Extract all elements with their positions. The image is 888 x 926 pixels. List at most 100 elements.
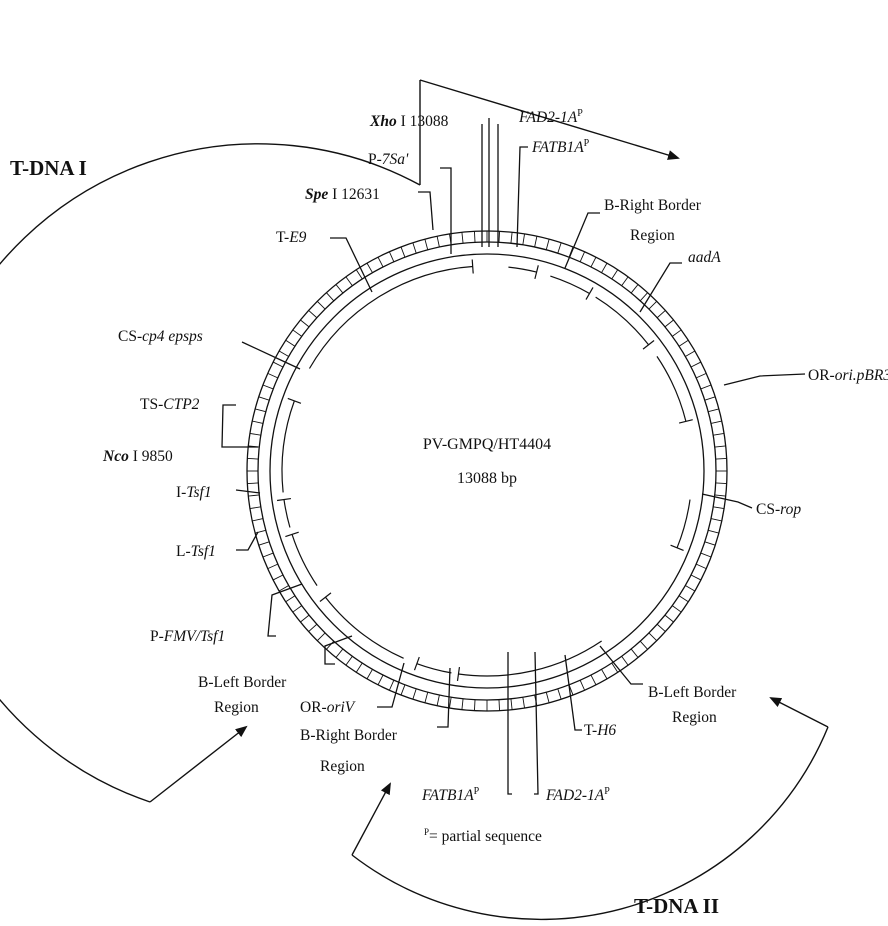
scale-tick <box>690 574 702 581</box>
scale-tick <box>630 284 639 294</box>
scale-tick <box>424 239 429 250</box>
scale-tick <box>292 605 302 613</box>
scale-tick <box>579 680 586 691</box>
scale-tick <box>498 699 501 711</box>
scale-tick <box>412 688 417 700</box>
scale-tick <box>510 232 513 244</box>
scale-tick <box>388 251 395 262</box>
l-tsf1-label: L-Tsf1 <box>176 543 216 560</box>
scale-tick <box>498 231 501 243</box>
scale-tick <box>400 684 406 696</box>
b-right-border-bottom-region: Region <box>320 758 365 775</box>
feature-arrow-head <box>285 531 299 538</box>
scale-tick <box>678 339 689 347</box>
scale-tick <box>557 242 562 254</box>
scale-tick <box>424 692 429 703</box>
scale-tick <box>278 585 289 592</box>
scale-tick <box>461 698 464 710</box>
tdna1-arc <box>0 143 421 803</box>
scale-tick <box>714 494 726 497</box>
feature-arrow-head <box>534 265 539 280</box>
scale-tick <box>708 408 719 413</box>
scale-tick <box>278 350 289 357</box>
scale-tick <box>377 674 384 686</box>
xhoi-site-label: Xho I 13088 <box>369 113 449 130</box>
scale-tick <box>590 256 597 268</box>
scale-tick <box>714 445 726 448</box>
feature-arrow-head <box>678 419 693 424</box>
scale-tick <box>285 339 296 347</box>
feature-arrow <box>508 266 537 273</box>
feature-arrow <box>656 356 687 422</box>
scale-tick <box>272 574 284 581</box>
feature-arrow-head <box>585 287 594 300</box>
tdna2-left-arrow <box>351 782 391 856</box>
b-left-border-left-label: B-Left Border <box>198 674 287 691</box>
feature-arrow <box>676 499 691 549</box>
feature-arrow-head <box>670 544 684 551</box>
scale-tick <box>248 494 260 497</box>
scale-tick <box>590 674 597 686</box>
scale-tick <box>611 269 619 280</box>
scale-tick <box>267 372 278 379</box>
scale-tick <box>710 518 722 522</box>
scale-tick <box>388 680 395 691</box>
scale-tick <box>461 232 464 244</box>
feature-arrow <box>324 596 404 659</box>
cs-cp4-epsps-label: CS-cp4 epsps <box>118 328 203 345</box>
scale-tick <box>510 698 513 710</box>
scale-tick <box>249 433 261 436</box>
scale-tick <box>412 242 417 254</box>
scale-tick <box>300 319 310 328</box>
scale-tick <box>601 669 608 680</box>
scale-tick <box>522 233 525 245</box>
scale-tick <box>473 699 476 711</box>
feature-arrow <box>458 640 602 677</box>
fad2-1a-top-label: FAD2-1AP <box>518 108 583 126</box>
tdna2-label: T-DNA II <box>634 894 719 918</box>
scale-tick <box>366 262 373 273</box>
scale-tick <box>377 256 384 268</box>
scale-tick <box>436 236 440 248</box>
scale-tick <box>316 632 326 642</box>
scale-tick <box>335 648 344 658</box>
scale-tick <box>557 688 562 700</box>
scale-tick <box>285 595 296 603</box>
scale-tick <box>366 669 373 680</box>
scale-tick <box>247 482 259 485</box>
scale-tick <box>648 300 658 310</box>
scale-tick <box>247 457 259 460</box>
fatb1a-top-label: FATB1AP <box>531 138 590 156</box>
feature-arrows <box>276 259 693 682</box>
scale-tick <box>267 563 278 570</box>
scale-tick <box>252 518 264 522</box>
b-right-border-top-label: B-Right Border <box>604 197 702 214</box>
plasmid-size: 13088 bp <box>457 470 517 487</box>
b-left-border-left-region: Region <box>214 699 259 716</box>
scale-tick <box>696 372 707 379</box>
scale-tick <box>715 457 727 460</box>
scale-tick <box>685 585 696 592</box>
t-e9-label: T-E9 <box>276 229 307 246</box>
scale-tick <box>621 656 629 666</box>
scale-tick <box>449 697 452 709</box>
scale-tick <box>685 350 696 357</box>
scale-tick <box>601 262 608 273</box>
tdna1-label: T-DNA I <box>10 156 87 180</box>
feature-arrow <box>416 663 452 674</box>
b-right-border-bottom-label: B-Right Border <box>300 727 398 744</box>
feature-arrow <box>283 499 291 528</box>
ring-inner <box>269 253 705 689</box>
scale-tick <box>678 595 689 603</box>
scale-tick <box>713 433 725 436</box>
ncoi-site-label: Nco I 9850 <box>102 448 173 465</box>
scale-tick <box>579 251 586 262</box>
scale-tick <box>262 552 274 558</box>
or-oriv-label: OR-oriV <box>300 699 356 716</box>
scale-tick <box>335 284 344 294</box>
scale-tick <box>664 319 674 328</box>
p-fmv-tsf1-label: P-FMV/Tsf1 <box>150 628 225 645</box>
scale-tick <box>664 614 674 623</box>
